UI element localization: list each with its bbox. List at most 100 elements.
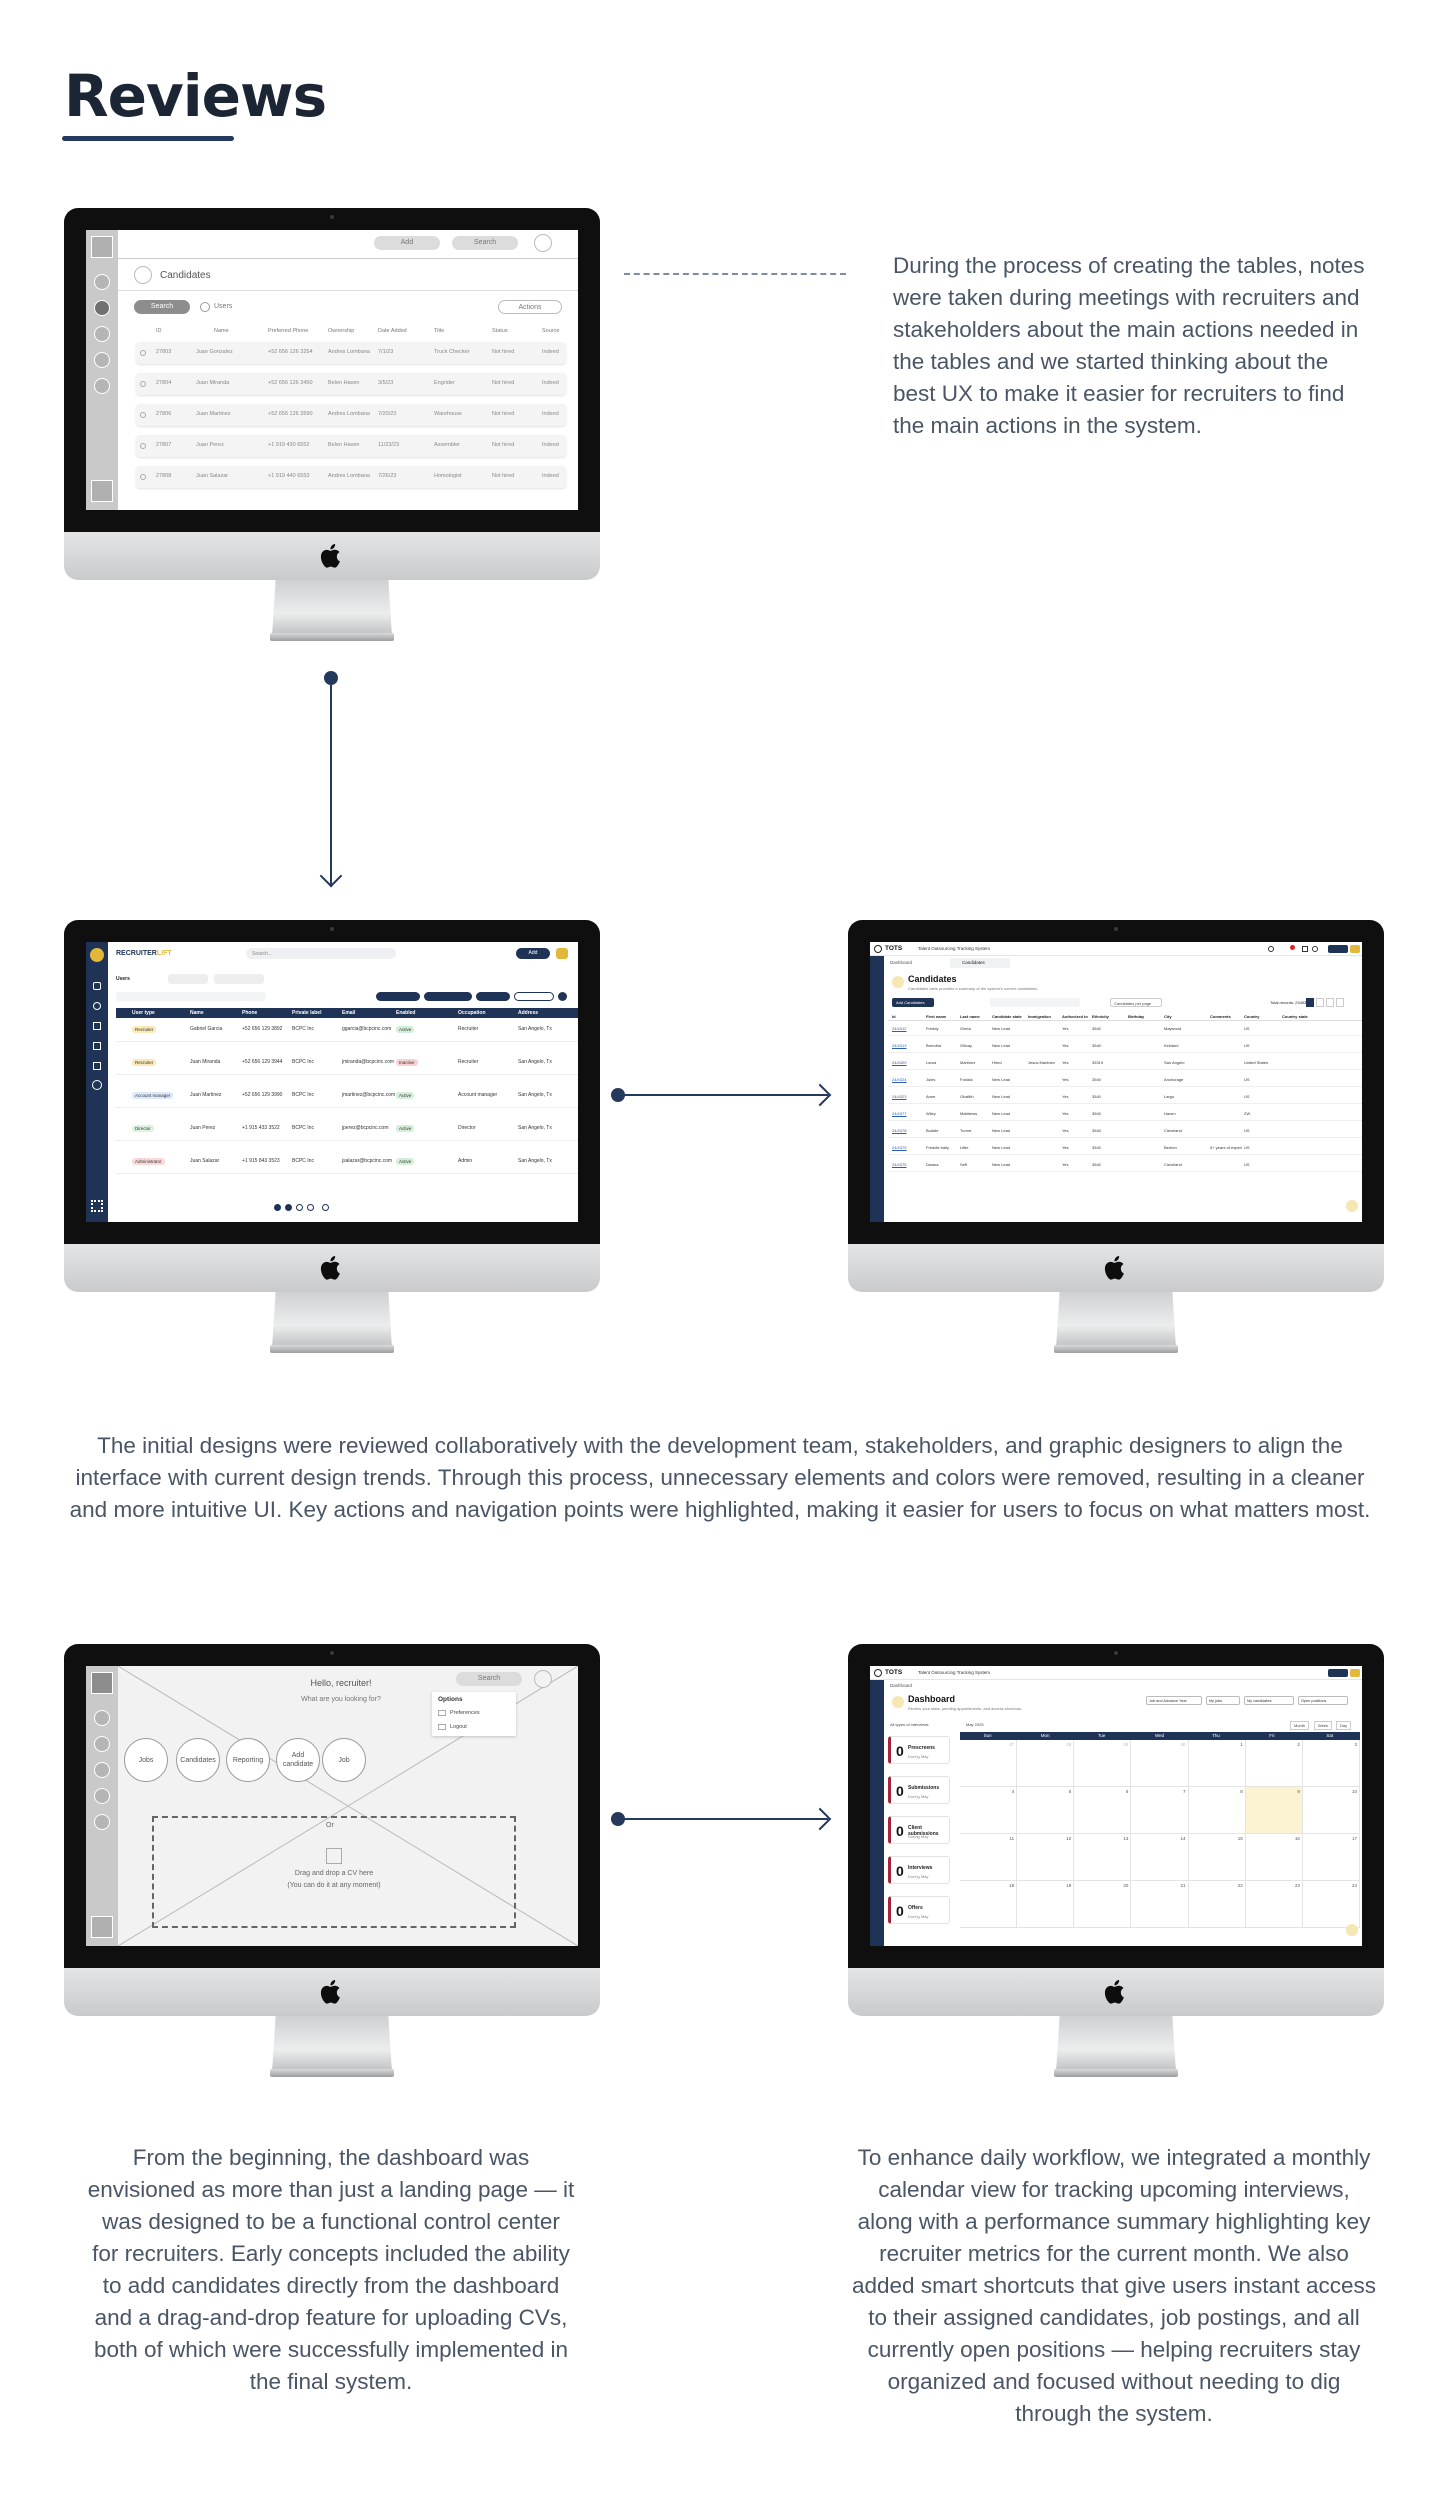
wire-avatar[interactable] (534, 234, 552, 252)
wire-search-button[interactable]: Search (456, 1672, 522, 1686)
users-tab[interactable]: Users (116, 976, 130, 982)
wire-search-button[interactable]: Search (452, 236, 518, 250)
col-header[interactable]: Birthday (1128, 1014, 1145, 1019)
tab-dashboard[interactable]: Dashboard (890, 960, 913, 965)
col-header[interactable]: Immigration (1028, 1014, 1051, 1019)
calendar-day[interactable]: 21 (1131, 1881, 1189, 1928)
wire-nav-icon[interactable] (94, 300, 110, 316)
col-header[interactable]: City (1164, 1014, 1172, 1019)
filter-dropdown[interactable] (168, 974, 208, 984)
filter-dropdown[interactable] (214, 974, 264, 984)
col-header[interactable]: Country (1244, 1014, 1260, 1019)
wire-col-header[interactable]: Status (492, 328, 508, 334)
menu-item-logout[interactable]: Logout (450, 1724, 467, 1730)
calendar-day[interactable]: 8 (1188, 1787, 1246, 1834)
calendar-day[interactable]: 10 (1302, 1787, 1360, 1834)
radio-icon[interactable] (200, 302, 210, 312)
cv-dropzone[interactable]: Drag and drop a CV here (You can do it a… (152, 1816, 516, 1928)
toolbar-button[interactable] (424, 992, 472, 1001)
header-icons[interactable] (1268, 945, 1328, 953)
shortcut-circle[interactable]: Reporting (226, 1738, 270, 1782)
calendar-day[interactable]: 30 (1131, 1740, 1189, 1787)
calendar-day[interactable]: 23 (1245, 1881, 1303, 1928)
candidate-id-link[interactable]: 24/4379 (892, 1145, 907, 1150)
table-row[interactable] (116, 1051, 578, 1075)
apps-grid-icon[interactable] (91, 1200, 103, 1212)
calendar-day[interactable]: 16 (1245, 1834, 1303, 1881)
wire-col-header[interactable]: Title (434, 328, 445, 334)
col-header[interactable]: Last name (960, 1014, 980, 1019)
wire-nav-icon[interactable] (94, 274, 110, 290)
wire-nav-icon[interactable] (94, 1710, 110, 1726)
month-picker[interactable]: May 2025 (966, 1722, 984, 1727)
search-input[interactable]: Search... (246, 948, 396, 959)
view-day[interactable]: Day (1336, 1721, 1352, 1730)
row-radio-icon[interactable] (140, 474, 146, 480)
col-header[interactable]: Name (190, 1010, 204, 1016)
nav-icon[interactable] (93, 1022, 101, 1030)
table-row[interactable] (116, 1018, 578, 1042)
add-button[interactable]: Add (516, 948, 550, 959)
calendar-day[interactable]: 15 (1188, 1834, 1246, 1881)
users-nav-icon[interactable] (92, 1080, 102, 1090)
toolbar-button[interactable] (376, 992, 420, 1001)
add-button[interactable] (1328, 945, 1348, 953)
calendar-day[interactable]: 4 (960, 1787, 1018, 1834)
table-row[interactable] (116, 1084, 578, 1108)
candidate-id-link[interactable]: 24/4313 (892, 1043, 907, 1048)
wire-col-header[interactable]: Preferred Phone (268, 328, 309, 334)
candidate-id-link[interactable]: 24/4324 (892, 1077, 907, 1082)
table-row[interactable] (116, 1117, 578, 1141)
nav-icon[interactable] (93, 982, 101, 990)
calendar-day[interactable]: 1 (1188, 1740, 1246, 1787)
wire-col-header[interactable]: Date Added (378, 328, 407, 334)
col-header[interactable]: Occupation (458, 1010, 486, 1016)
candidate-id-link[interactable]: 24/4377 (892, 1111, 907, 1116)
wire-nav-icon[interactable] (94, 1762, 110, 1778)
calendar-day[interactable]: 27 (960, 1740, 1018, 1787)
calendar-day[interactable]: 28 (1017, 1740, 1075, 1787)
avatar[interactable] (1350, 1669, 1360, 1677)
floating-action-icon[interactable] (1346, 1924, 1358, 1936)
shortcut-button[interactable]: Job and Advance Year (1146, 1696, 1202, 1705)
calendar-day[interactable]: 3 (1302, 1740, 1360, 1787)
my-candidates-button[interactable]: My candidates (1244, 1696, 1294, 1705)
wire-nav-icon[interactable] (94, 1788, 110, 1804)
col-header[interactable]: First name (926, 1014, 947, 1019)
pagination[interactable] (274, 1204, 334, 1212)
shortcut-circle[interactable]: Job (322, 1738, 366, 1782)
wire-nav-icon[interactable] (94, 378, 110, 394)
wire-col-header[interactable]: Name (214, 328, 229, 334)
row-radio-icon[interactable] (140, 443, 146, 449)
shortcut-circle[interactable]: Candidates (176, 1738, 220, 1782)
tab-candidates[interactable]: Candidates (950, 958, 1010, 968)
col-header[interactable]: Comments (1210, 1014, 1231, 1019)
candidate-id-link[interactable]: 24/4378 (892, 1128, 907, 1133)
col-header[interactable]: Authorized to (1062, 1014, 1088, 1019)
calendar-day[interactable]: 13 (1074, 1834, 1132, 1881)
wire-actions-button[interactable]: Actions (498, 300, 562, 314)
calendar-day[interactable]: 18 (960, 1881, 1018, 1928)
col-header[interactable]: Email (342, 1010, 356, 1016)
view-week[interactable]: Week (1314, 1721, 1333, 1730)
avatar[interactable] (1350, 945, 1360, 953)
row-radio-icon[interactable] (140, 350, 146, 356)
col-header[interactable]: User type (132, 1010, 155, 1016)
calendar-day[interactable]: 24 (1302, 1881, 1360, 1928)
calendar-day[interactable]: 6 (1074, 1787, 1132, 1834)
calendar-day[interactable]: 11 (960, 1834, 1018, 1881)
toolbar-button[interactable] (514, 992, 554, 1001)
col-header[interactable]: Enabled (396, 1010, 416, 1016)
pagination[interactable] (1306, 998, 1362, 1007)
open-positions-button[interactable]: Open positions (1298, 1696, 1348, 1705)
row-radio-icon[interactable] (140, 412, 146, 418)
toolbar-button[interactable] (476, 992, 510, 1001)
breadcrumb[interactable]: Dashboard (890, 1683, 913, 1688)
nav-icon[interactable] (93, 1042, 101, 1050)
col-header[interactable]: Country state (1282, 1014, 1308, 1019)
candidate-id-link[interactable]: 24/4375 (892, 1162, 907, 1167)
